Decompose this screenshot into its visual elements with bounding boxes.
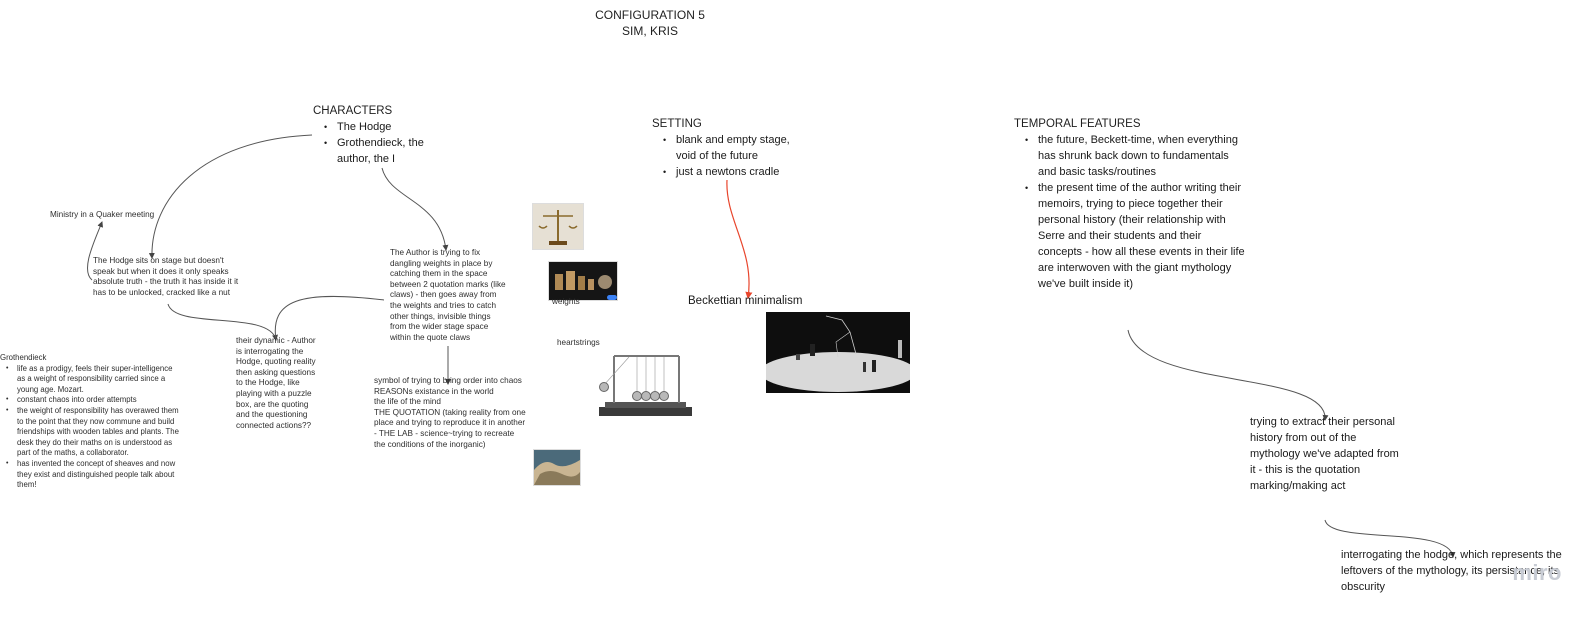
landscape-image[interactable] <box>533 449 581 486</box>
beckett-stage-image[interactable] <box>760 312 916 393</box>
connector-hodge-to-dynamic <box>167 303 278 341</box>
board-title: CONFIGURATION 5 <box>595 8 705 22</box>
newtons-cradle-image[interactable] <box>599 352 694 419</box>
image-badge <box>607 295 617 300</box>
characters-item: Grothendieck, the author, the I <box>324 135 453 167</box>
scales-image[interactable] <box>532 203 584 250</box>
grothendieck-section[interactable]: Grothendieck life as a prodigy, feels th… <box>0 353 180 491</box>
connector-setting-to-beckett <box>726 179 753 300</box>
weights-caption: weights <box>552 297 580 306</box>
board-subtitle: SIM, KRIS <box>621 23 678 38</box>
heartstrings-caption: heartstrings <box>557 338 600 347</box>
connector-hodge-to-ministry <box>87 221 103 281</box>
temporal-heading: TEMPORAL FEATURES <box>1014 118 1141 130</box>
dynamic-note[interactable]: their dynamic - Author is interrogating … <box>236 336 316 430</box>
ministry-note[interactable]: Ministry in a Quaker meeting <box>50 210 155 219</box>
weights-image[interactable] <box>548 261 618 301</box>
temporal-item: the future, Beckett-time, when everythin… <box>1025 132 1246 180</box>
characters-section[interactable]: CHARACTERS The Hodge Grothendieck, the a… <box>313 103 453 167</box>
characters-item: The Hodge <box>324 119 453 135</box>
connector-author-to-note <box>381 167 449 251</box>
temporal-section[interactable]: TEMPORAL FEATURES the future, Beckett-ti… <box>1014 116 1246 292</box>
setting-heading: SETTING <box>652 118 702 130</box>
connector-temporal-to-extract <box>1127 329 1329 421</box>
symbol-note[interactable]: symbol of trying to bring order into cha… <box>374 376 526 449</box>
grothendieck-heading: Grothendieck <box>0 353 47 362</box>
grothendieck-item: life as a prodigy, feels their super-int… <box>6 364 180 396</box>
connector-extract-to-interrogating <box>1324 519 1456 558</box>
grothendieck-item: constant chaos into order attempts <box>6 395 180 406</box>
grothendieck-item: has invented the concept of sheaves and … <box>6 459 180 491</box>
grothendieck-item: the weight of responsibility has overawe… <box>6 406 180 459</box>
setting-item: blank and empty stage, void of the futur… <box>663 132 812 164</box>
author-note[interactable]: The Author is trying to fix dangling wei… <box>390 248 506 342</box>
connector-characters-to-hodge <box>148 134 313 259</box>
setting-section[interactable]: SETTING blank and empty stage, void of t… <box>652 116 812 180</box>
hodge-note[interactable]: The Hodge sits on stage but doesn't spea… <box>93 256 239 297</box>
setting-item: just a newtons cradle <box>663 164 812 180</box>
interrogating-note[interactable]: interrogating the hodge, which represent… <box>1341 549 1562 593</box>
characters-heading: CHARACTERS <box>313 105 393 117</box>
beckett-label: Beckettian minimalism <box>688 295 803 307</box>
connector-author-to-dynamic <box>274 295 385 341</box>
temporal-item: the present time of the author writing t… <box>1025 180 1246 292</box>
board-header: CONFIGURATION 5 SIM, KRIS <box>560 8 740 39</box>
miro-logo: miro <box>1512 560 1562 585</box>
extract-note[interactable]: trying to extract their personal history… <box>1250 416 1399 492</box>
